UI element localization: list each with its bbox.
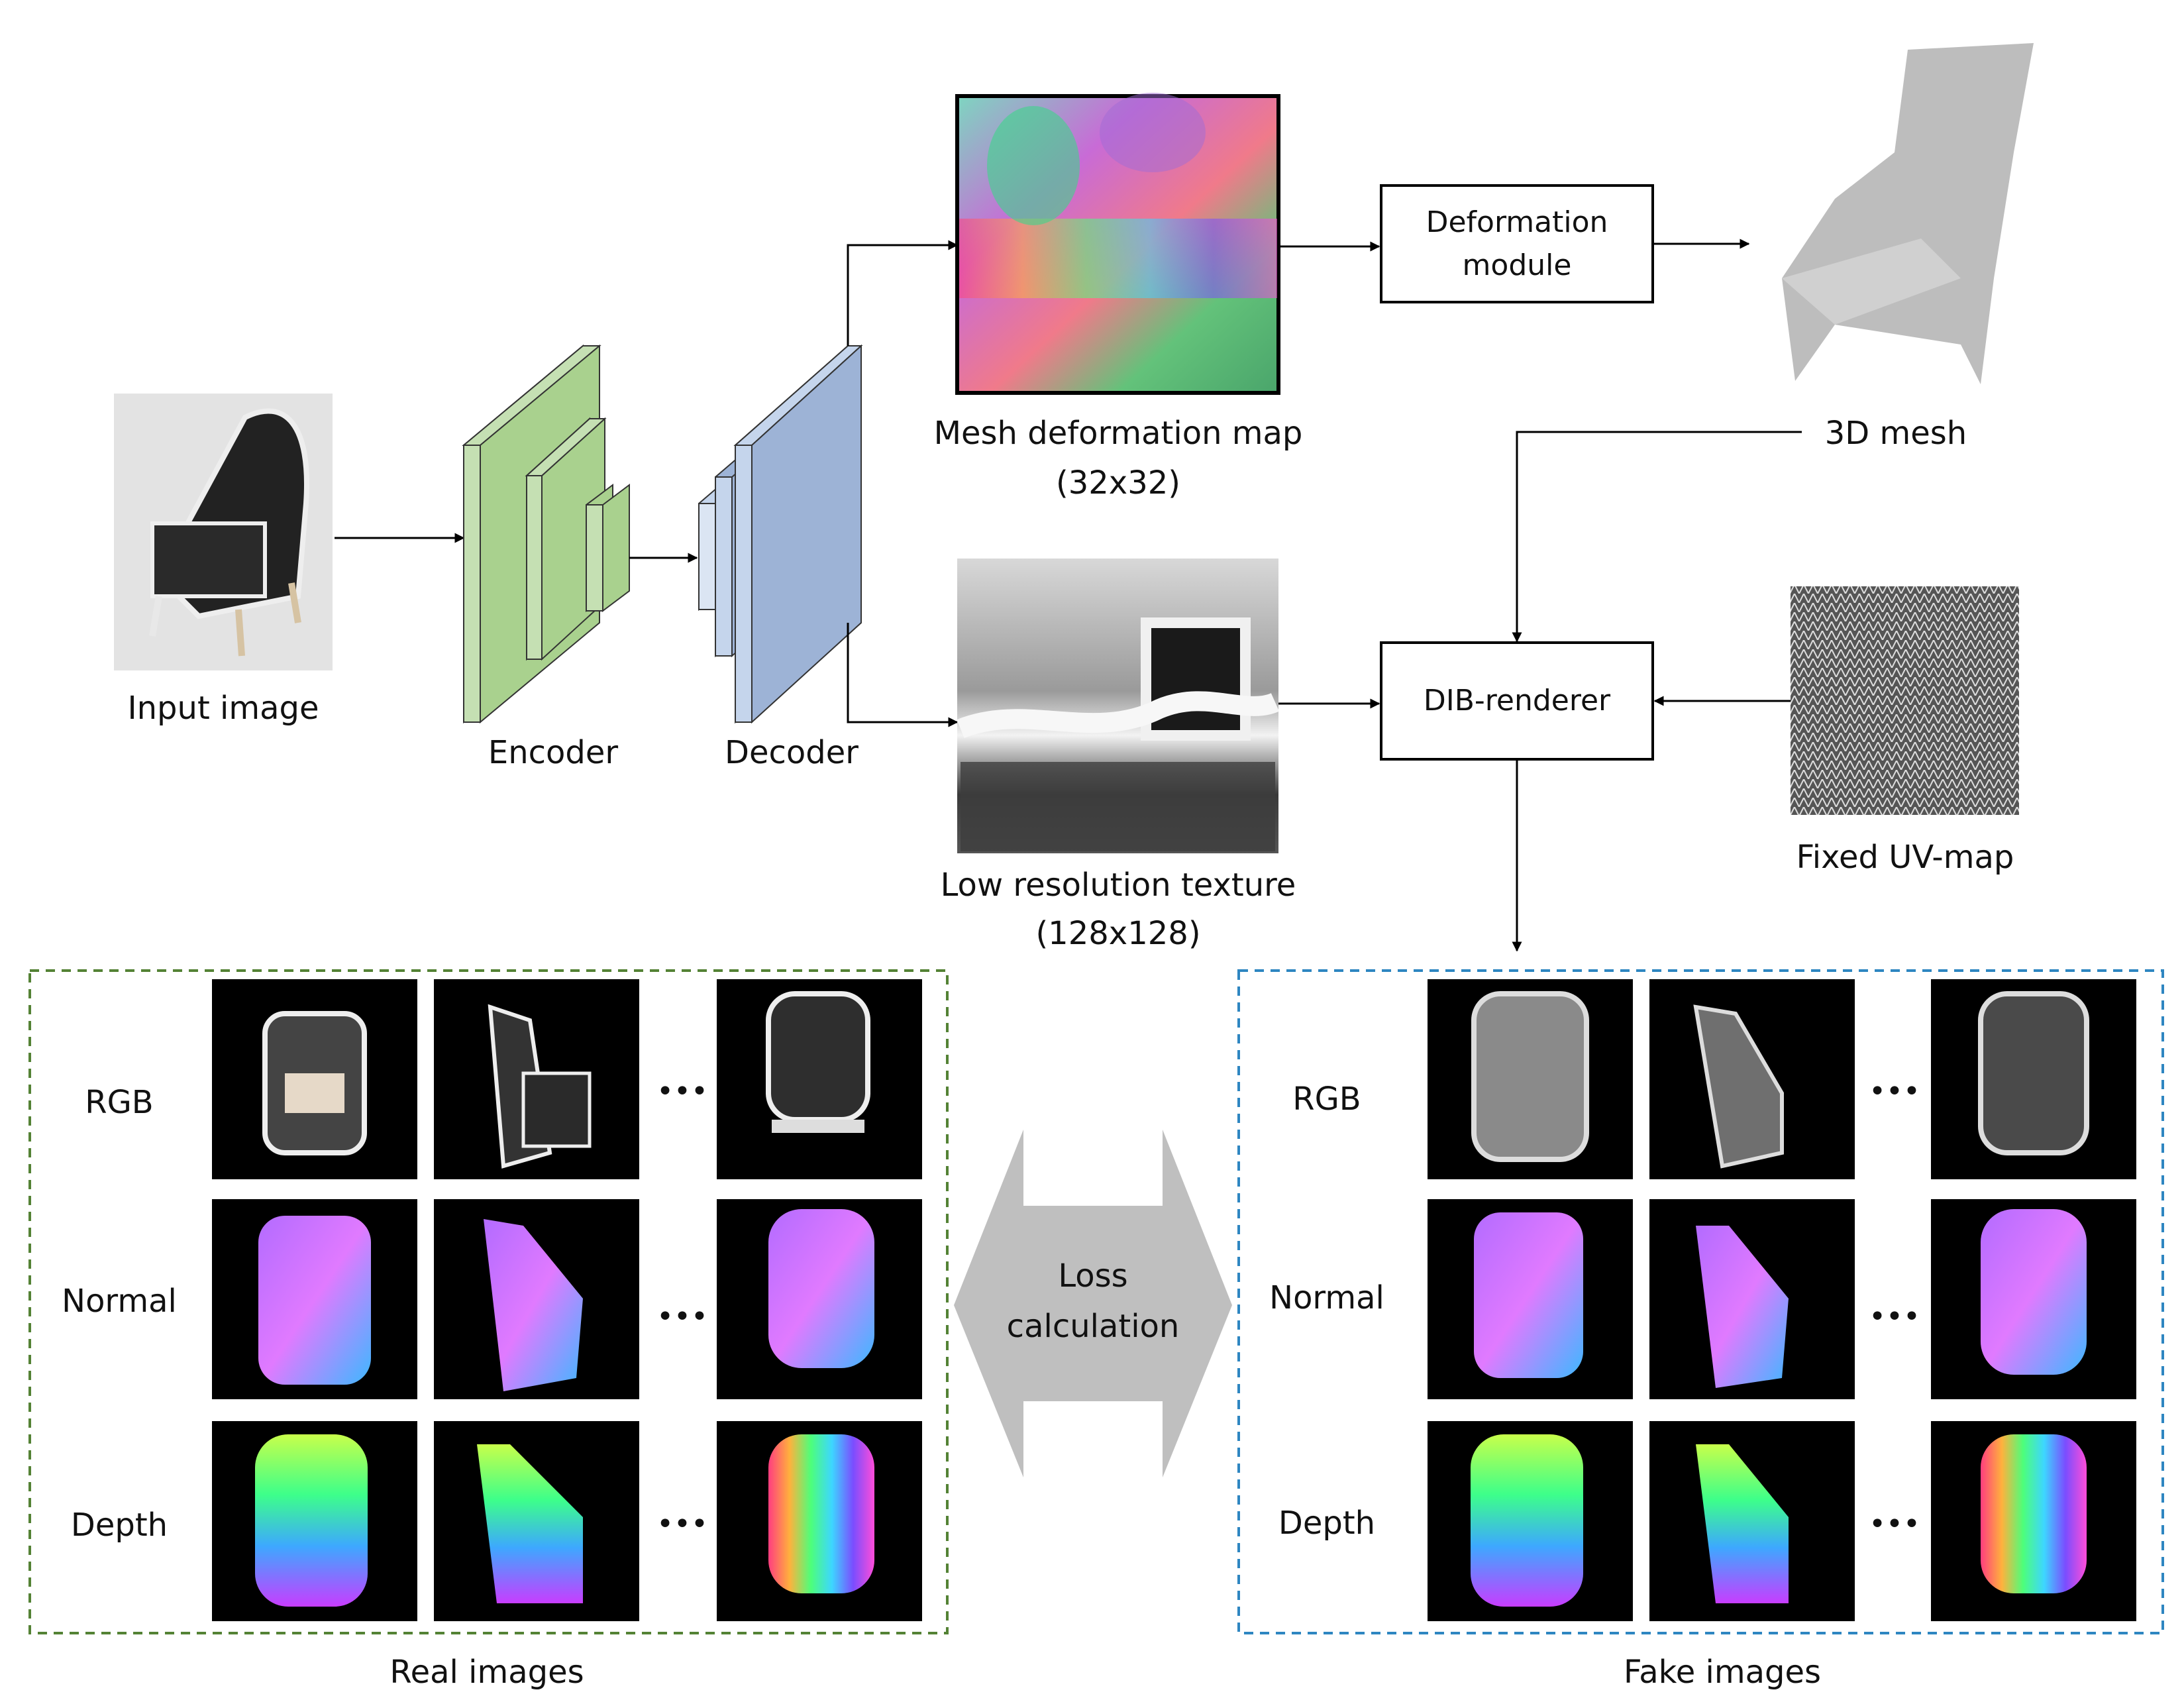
real-row-label-depth: Depth: [71, 1507, 168, 1544]
3d-mesh-label: 3D mesh: [1825, 415, 1967, 452]
mesh-map-label-line1: Mesh deformation map: [934, 415, 1303, 452]
ellipsis: •••: [1869, 1075, 1920, 1108]
dib-renderer-box: [1380, 641, 1654, 761]
chair-photo-icon: [149, 408, 309, 657]
arrow-mesh-to-renderer: [1512, 431, 1802, 643]
uv-map-image: [1791, 586, 2019, 815]
ellipsis: •••: [1869, 1507, 1920, 1541]
fake-rgb-images: •••: [1428, 979, 2136, 1179]
3d-mesh-image: [1782, 43, 2034, 384]
real-images-panel: [28, 969, 949, 1634]
fake-depth-images: •••: [1428, 1421, 2136, 1621]
dib-renderer-label: DIB-renderer: [1424, 684, 1611, 718]
fake-row-label-normal: Normal: [1269, 1279, 1384, 1316]
uv-map-label: Fixed UV-map: [1796, 839, 2014, 876]
real-rgb-images: •••: [212, 979, 922, 1179]
real-row-label-rgb: RGB: [85, 1084, 153, 1121]
decoder-block: [698, 344, 863, 724]
real-row-label-normal: Normal: [62, 1283, 177, 1320]
real-images-label: Real images: [390, 1654, 584, 1691]
arrow-decoder-to-mesh-map: [847, 240, 959, 346]
ellipsis: •••: [1869, 1300, 1920, 1334]
fake-row-label-rgb: RGB: [1292, 1081, 1361, 1118]
input-image-label: Input image: [127, 690, 319, 727]
input-image: [114, 394, 333, 670]
fake-normal-images: •••: [1428, 1199, 2136, 1399]
encoder-label: Encoder: [488, 734, 619, 771]
loss-label-line2: calculation: [1007, 1308, 1180, 1345]
texture-label-line1: Low resolution texture: [941, 867, 1296, 904]
ellipsis: •••: [656, 1300, 708, 1334]
decoder-label: Decoder: [725, 734, 858, 771]
loss-label-line1: Loss: [1058, 1257, 1127, 1295]
arrow-decoder-to-texture: [847, 623, 959, 727]
deformation-label-line2: module: [1463, 248, 1572, 282]
encoder-block: [462, 344, 630, 724]
real-depth-images: •••: [212, 1421, 922, 1621]
loss-calculation-double-arrow: [954, 1130, 1232, 1477]
fake-images-label: Fake images: [1624, 1654, 1821, 1691]
fake-row-label-depth: Depth: [1278, 1505, 1375, 1542]
mesh-map-label-line2: (32x32): [1056, 464, 1180, 502]
fake-images-panel: [1237, 969, 2164, 1634]
ellipsis: •••: [656, 1075, 708, 1108]
low-resolution-texture-image: [957, 559, 1280, 853]
mesh-deformation-map-image: [955, 93, 1280, 395]
deformation-label-line1: Deformation: [1426, 205, 1608, 239]
ellipsis: •••: [656, 1507, 708, 1541]
real-normal-images: •••: [212, 1199, 922, 1399]
deformation-module-box: [1380, 184, 1654, 303]
texture-label-line2: (128x128): [1035, 915, 1200, 952]
